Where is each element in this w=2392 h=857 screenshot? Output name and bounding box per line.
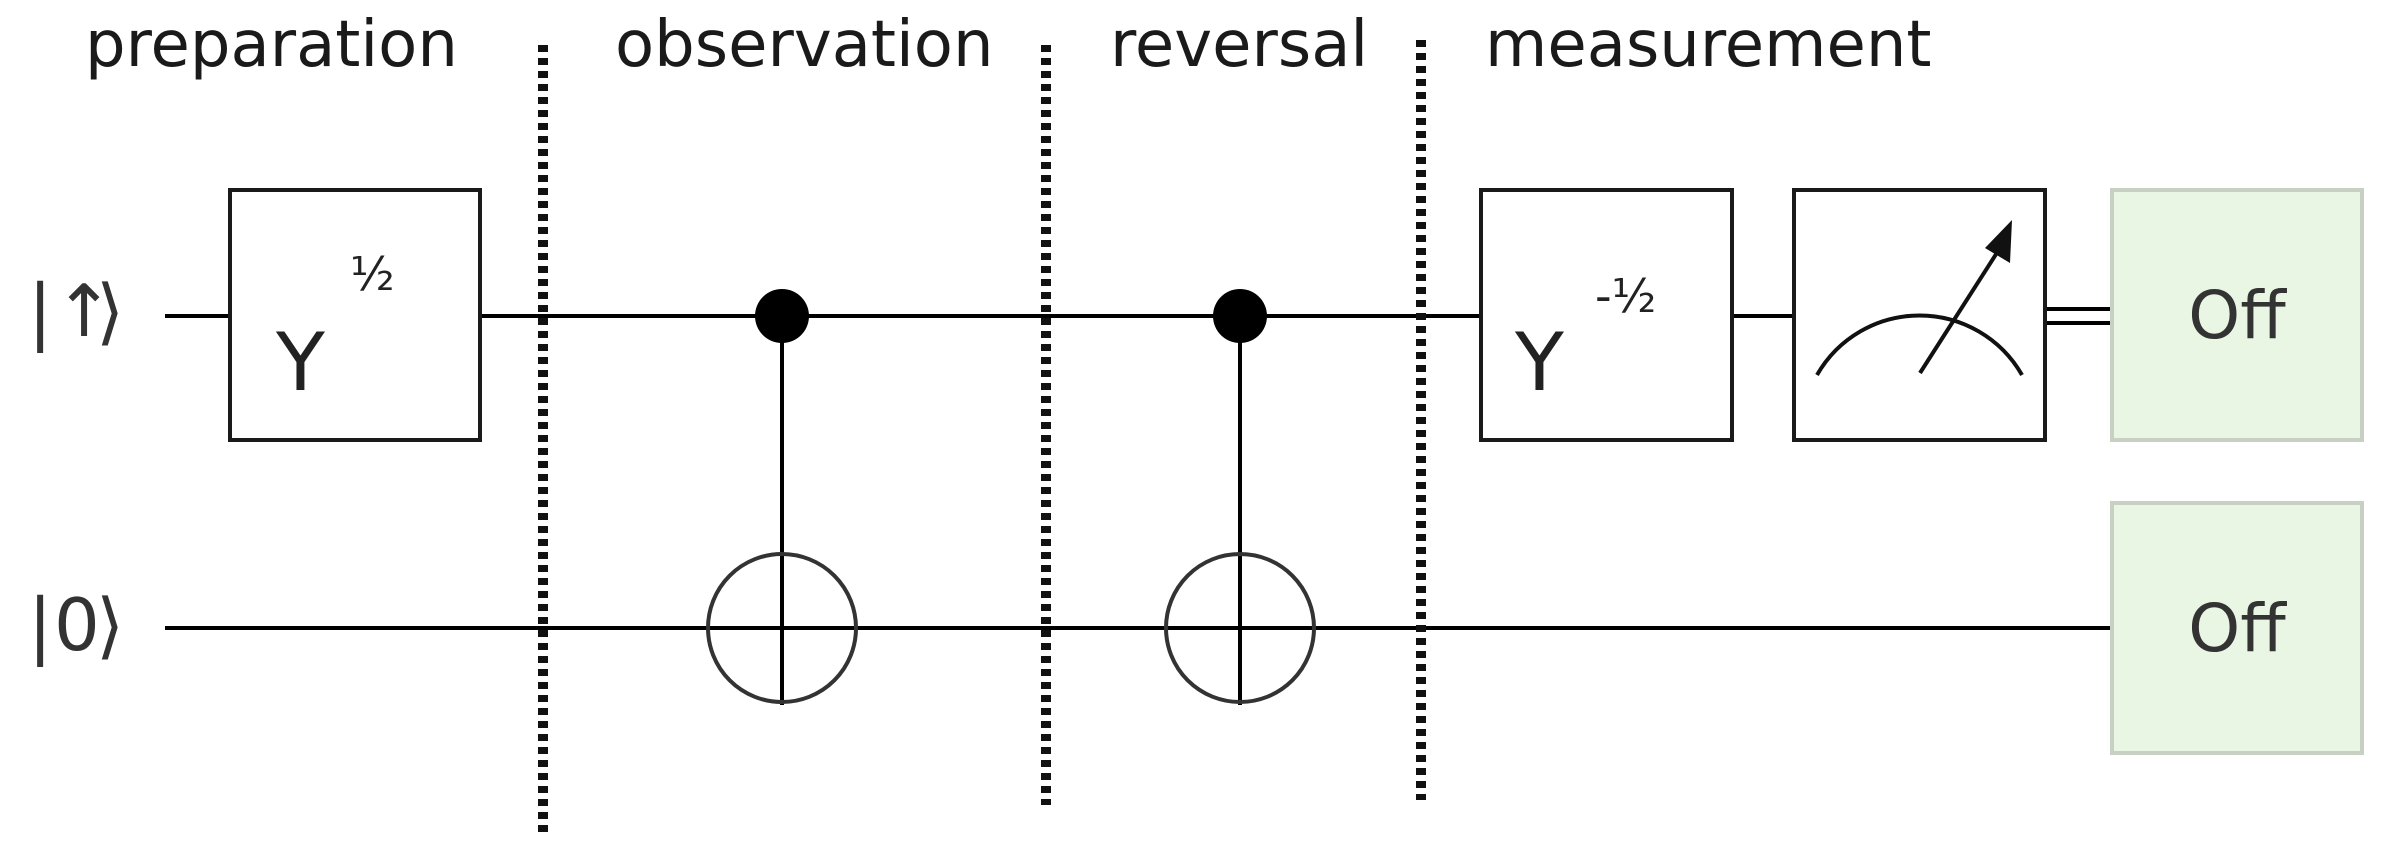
gate-exponent-label: ½ [350,247,395,301]
section-label-measurement: measurement [1485,8,1932,82]
cnot-gate-1[interactable] [706,289,858,705]
ket-close-bracket: ⟩ [96,269,124,353]
meter-needle-arrow-icon [1918,246,2002,375]
ket-symbol-zero: 0 [54,583,100,667]
classical-wire [2045,307,2112,325]
ket-close-bracket: ⟩ [96,583,124,667]
cnot-target-circle [706,552,858,704]
meter-arrowhead-icon [1985,220,2012,263]
meter-icon [1815,313,2024,376]
ket-open-bar: | [28,269,52,354]
cnot-gate-2[interactable] [1164,289,1316,705]
ket-open-bar: | [28,583,52,668]
indicator-box [2110,188,2364,442]
indicator-box [2110,501,2364,755]
indicator-qubit-1: Off [2110,501,2364,755]
y-half-gate[interactable]: Y ½ [228,188,482,442]
control-dot [755,289,809,343]
qubit-1-ket: | 0 ⟩ [28,583,124,668]
indicator-text: Off [2188,277,2287,354]
qubit-0-ket: | ↑ ⟩ [28,269,124,354]
ket-symbol-up-arrow: ↑ [54,269,114,353]
gate-exponent-label: -½ [1595,269,1656,323]
y-neg-half-gate[interactable]: Y -½ [1479,188,1734,442]
meter-gate[interactable] [1792,188,2047,442]
indicator-qubit-0: Off [2110,188,2364,442]
section-label-observation: observation [615,8,994,82]
control-dot [1213,289,1267,343]
section-label-reversal: reversal [1110,8,1368,82]
gate-base-label: Y [1514,316,1565,409]
section-label-preparation: preparation [85,8,458,82]
gate-base-label: Y [275,316,326,409]
cnot-target-circle [1164,552,1316,704]
indicator-text: Off [2188,590,2287,667]
